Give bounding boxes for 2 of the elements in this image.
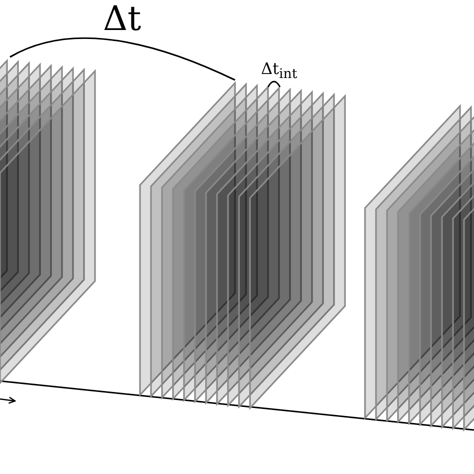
interval-label: Δt$_{int}$	[261, 61, 298, 82]
interval-label: Δt	[103, 2, 142, 36]
